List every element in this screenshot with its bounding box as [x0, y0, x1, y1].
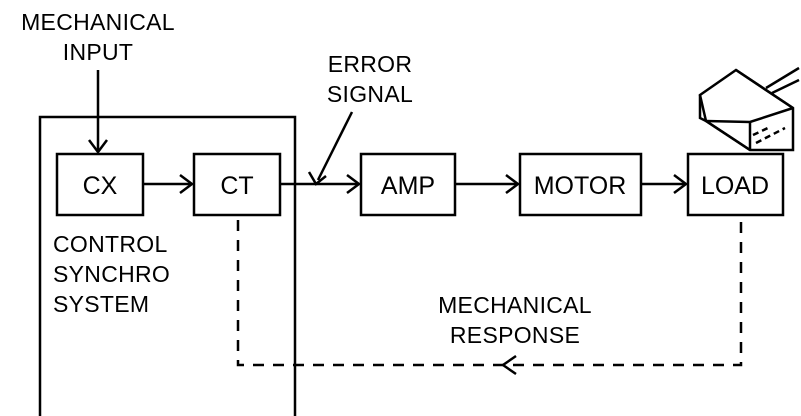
amp-block-label: AMP	[381, 172, 435, 200]
error-signal-label-line2: SIGNAL	[327, 81, 413, 107]
control-synchro-label-line3: SYSTEM	[53, 291, 149, 317]
ct-block-label: CT	[220, 172, 253, 200]
error-signal-label-line1: ERROR	[328, 51, 413, 77]
control-synchro-label-line1: CONTROL	[53, 231, 168, 257]
mechanical-input-label-line2: INPUT	[63, 39, 134, 65]
error-signal-pointer	[318, 112, 352, 180]
motor-block-label: MOTOR	[534, 172, 627, 200]
control-synchro-label-line2: SYNCHRO	[53, 261, 170, 287]
mechanical-response-label-line1: MECHANICAL	[438, 292, 592, 318]
mechanical-input-label-line1: MECHANICAL	[21, 9, 175, 35]
mechanical-response-label-line2: RESPONSE	[450, 322, 580, 348]
cx-block-label: CX	[83, 172, 118, 200]
error-signal-pointer-head	[309, 172, 326, 184]
load-device-illustration	[700, 68, 799, 150]
load-block-label: LOAD	[701, 172, 769, 200]
